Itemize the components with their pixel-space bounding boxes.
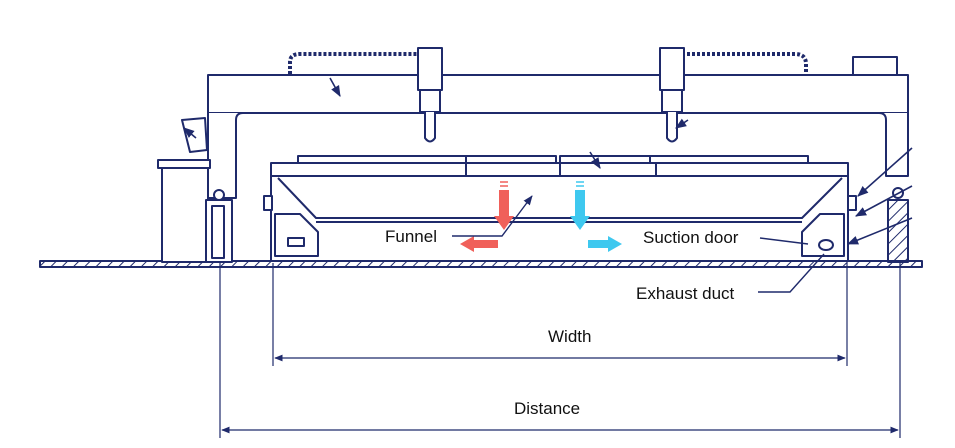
left-wheel xyxy=(213,189,225,201)
left-post-inner xyxy=(211,205,225,259)
cable-chain xyxy=(288,52,420,74)
right-post xyxy=(887,199,909,263)
booth-body xyxy=(270,162,849,262)
nozzle-right xyxy=(666,112,678,143)
funnel-leader xyxy=(452,195,533,237)
cable-chain-right xyxy=(682,52,808,76)
control-box xyxy=(852,56,898,76)
suction-door-leader xyxy=(759,237,809,245)
booth-inner-seams xyxy=(465,163,657,176)
pointer-right-1 xyxy=(857,147,913,197)
width-label: Width xyxy=(548,327,591,346)
exhaust-duct-leader xyxy=(758,253,825,293)
left-channel xyxy=(274,213,319,257)
right-bracket xyxy=(847,195,857,211)
pointer-booth-top xyxy=(589,151,601,169)
pointer-right-2 xyxy=(855,185,913,217)
supply-airflow-arrow xyxy=(570,181,622,252)
left-motor xyxy=(181,117,208,153)
carriage-left-lower xyxy=(419,89,441,113)
suction-door-label: Suction door xyxy=(643,228,739,247)
gantry-left-leg xyxy=(207,112,244,199)
pointer-left-motor xyxy=(183,127,197,139)
funnel-label: Funnel xyxy=(385,227,437,246)
pointer-beam xyxy=(329,77,341,97)
carriage-left xyxy=(417,47,443,91)
carriage-right xyxy=(659,47,685,91)
pointer-right-3 xyxy=(846,217,913,245)
funnel-hopper xyxy=(277,177,843,219)
side-cabinet xyxy=(161,164,209,263)
exhaust-duct-label: Exhaust duct xyxy=(636,284,735,303)
gantry-beam xyxy=(207,74,909,114)
gantry-right-leg xyxy=(878,112,909,177)
carriage-right-lower xyxy=(661,89,683,113)
distance-label: Distance xyxy=(514,399,580,418)
left-channel-slot xyxy=(287,237,305,247)
exhaust-airflow-arrow xyxy=(460,181,514,252)
exhaust-duct-opening xyxy=(818,239,834,251)
side-cabinet-cap xyxy=(157,159,211,169)
left-bracket xyxy=(263,195,273,211)
pointer-nozzle xyxy=(675,118,689,129)
nozzle-left xyxy=(424,112,436,143)
